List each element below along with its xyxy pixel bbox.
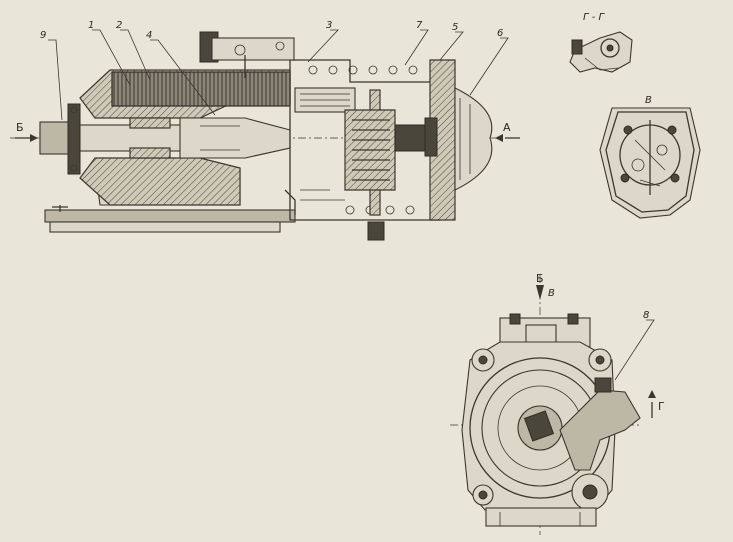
view-v-title: В (645, 95, 652, 106)
section-mark-g-front: Г (658, 400, 665, 413)
callout-5: 5 (452, 22, 458, 33)
view-v: В (599, 95, 701, 219)
callout-4: 4 (146, 30, 152, 41)
callout-9: 9 (40, 30, 46, 41)
section-mark-b-left: Б (16, 121, 24, 134)
callout-1: 1 (88, 20, 94, 31)
spring-coils-top (308, 65, 418, 75)
section-mark-a-right: А (503, 121, 511, 134)
central-spring (352, 119, 390, 181)
section-mark-b-front: Б (536, 272, 544, 285)
longitudinal-section-view: 9 1 2 4 3 7 5 6 Б А (10, 20, 520, 241)
callout-6: 6 (497, 28, 503, 39)
view-mark-v-front: В (548, 288, 555, 299)
section-g-g-view: Г - Г (569, 12, 633, 73)
callout-3: 3 (326, 20, 332, 31)
section-g-g-title: Г - Г (583, 12, 606, 23)
callout-2: 2 (116, 20, 122, 31)
callout-8: 8 (643, 310, 649, 321)
callout-7: 7 (416, 20, 423, 31)
front-view: Б В Г 8 (450, 272, 665, 535)
